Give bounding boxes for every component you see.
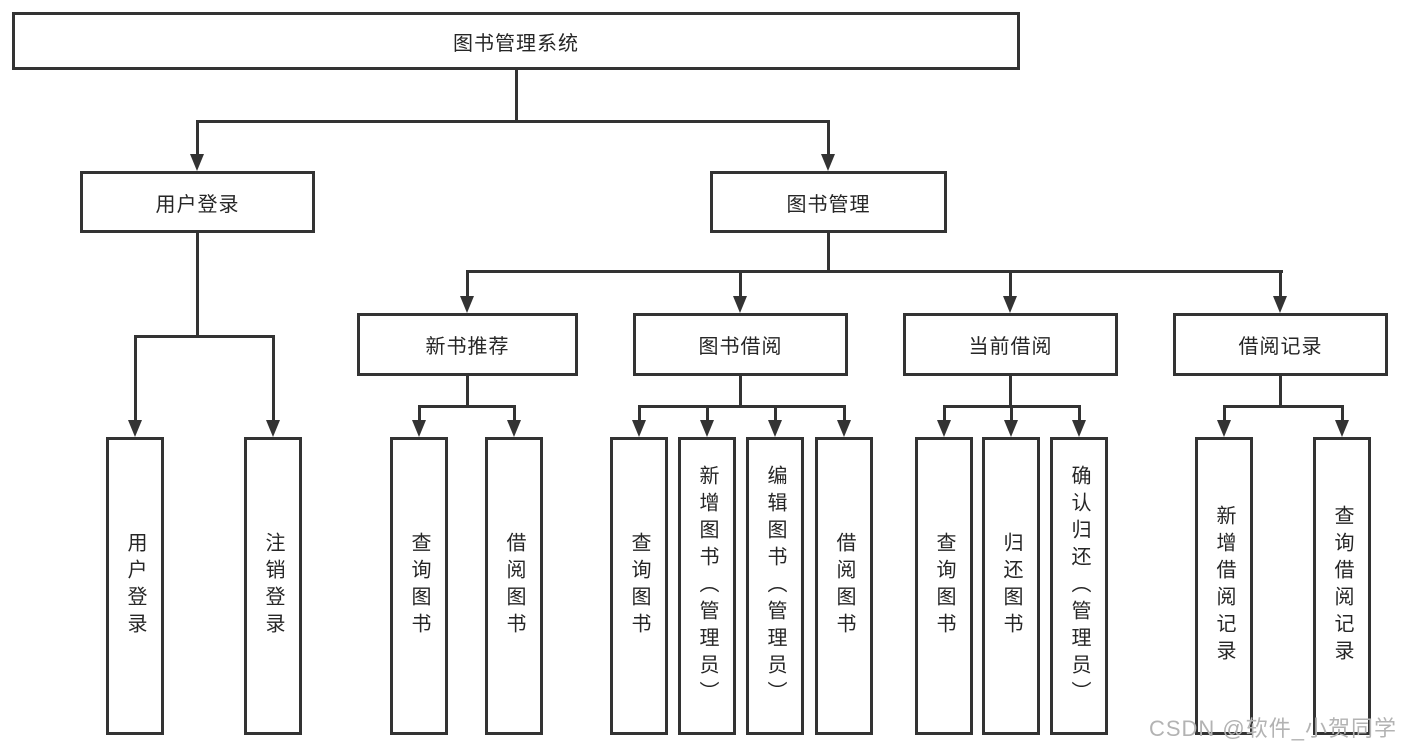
leaf-label: 归还图书 (1000, 532, 1022, 640)
edge-line (1279, 270, 1282, 297)
arrow-down-icon (507, 420, 521, 437)
edge-line (196, 120, 199, 155)
edge-line (1341, 405, 1344, 422)
node-user-login: 用户登录 (80, 171, 315, 233)
edge-line (418, 405, 421, 422)
edge-line (827, 120, 830, 155)
leaf-borrow-books-recommend: 借阅图书 (485, 437, 543, 735)
arrow-down-icon (768, 420, 782, 437)
edge-line (418, 405, 516, 408)
edge-line (638, 405, 641, 422)
leaf-label: 新增借阅记录 (1213, 505, 1235, 667)
leaf-query-books-borrow: 查询图书 (610, 437, 668, 735)
edge-line (466, 375, 469, 408)
arrow-down-icon (460, 296, 474, 313)
arrow-down-icon (937, 420, 951, 437)
edge-line (466, 270, 469, 297)
node-current-borrow: 当前借阅 (903, 313, 1118, 376)
leaf-user-login: 用户登录 (106, 437, 164, 735)
leaf-add-books-admin: 新增图书（管理员） (678, 437, 736, 735)
arrow-down-icon (821, 154, 835, 171)
edge-line (943, 405, 946, 422)
leaf-query-borrow-record: 查询借阅记录 (1313, 437, 1371, 735)
leaf-label: 注销登录 (262, 532, 284, 640)
node-book-management: 图书管理 (710, 171, 947, 233)
arrow-down-icon (1004, 420, 1018, 437)
arrow-down-icon (1003, 296, 1017, 313)
edge-line (513, 405, 516, 422)
leaf-add-borrow-record: 新增借阅记录 (1195, 437, 1253, 735)
node-borrow-records: 借阅记录 (1173, 313, 1388, 376)
arrow-down-icon (1335, 420, 1349, 437)
edge-line (1010, 405, 1013, 422)
leaf-return-books: 归还图书 (982, 437, 1040, 735)
leaf-label: 确认归还（管理员） (1068, 464, 1090, 708)
edge-line (827, 232, 830, 273)
edge-line (638, 405, 846, 408)
edge-line (1223, 405, 1344, 408)
node-root: 图书管理系统 (12, 12, 1020, 70)
arrow-down-icon (1217, 420, 1231, 437)
arrow-down-icon (1072, 420, 1086, 437)
leaf-label: 查询图书 (933, 532, 955, 640)
arrow-down-icon (128, 420, 142, 437)
edge-line (515, 69, 518, 120)
edge-line (134, 335, 137, 421)
leaf-edit-books-admin: 编辑图书（管理员） (746, 437, 804, 735)
leaf-label: 借阅图书 (503, 532, 525, 640)
edge-line (1223, 405, 1226, 422)
node-book-borrow: 图书借阅 (633, 313, 848, 376)
edge-line (774, 405, 777, 422)
arrow-down-icon (412, 420, 426, 437)
leaf-confirm-return-admin: 确认归还（管理员） (1050, 437, 1108, 735)
edge-line (196, 232, 199, 338)
edge-line (196, 120, 830, 123)
edge-line (1009, 375, 1012, 408)
leaf-label: 用户登录 (124, 532, 146, 640)
edge-line (466, 270, 1283, 273)
edge-line (739, 270, 742, 297)
edge-line (1279, 375, 1282, 408)
node-new-book-recommend: 新书推荐 (357, 313, 578, 376)
leaf-label: 编辑图书（管理员） (764, 464, 786, 708)
leaf-label: 新增图书（管理员） (696, 464, 718, 708)
edge-line (272, 335, 275, 421)
arrow-down-icon (266, 420, 280, 437)
leaf-borrow-books: 借阅图书 (815, 437, 873, 735)
edge-line (1078, 405, 1081, 422)
edge-line (134, 335, 275, 338)
leaf-query-books-recommend: 查询图书 (390, 437, 448, 735)
arrow-down-icon (733, 296, 747, 313)
arrow-down-icon (632, 420, 646, 437)
leaf-label: 借阅图书 (833, 532, 855, 640)
edge-line (706, 405, 709, 422)
leaf-label: 查询图书 (408, 532, 430, 640)
leaf-logout: 注销登录 (244, 437, 302, 735)
arrow-down-icon (700, 420, 714, 437)
leaf-label: 查询借阅记录 (1331, 505, 1353, 667)
edge-line (1009, 270, 1012, 297)
arrow-down-icon (190, 154, 204, 171)
arrow-down-icon (1273, 296, 1287, 313)
leaf-label: 查询图书 (628, 532, 650, 640)
leaf-query-books-current: 查询图书 (915, 437, 973, 735)
edge-line (739, 375, 742, 408)
arrow-down-icon (837, 420, 851, 437)
edge-line (843, 405, 846, 422)
